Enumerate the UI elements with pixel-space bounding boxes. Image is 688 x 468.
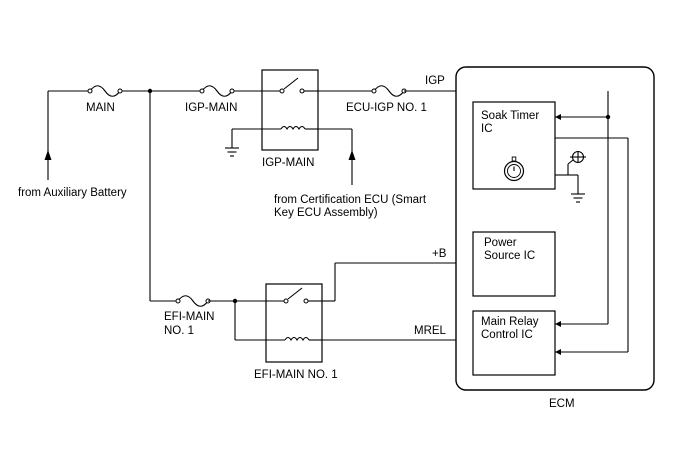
igp-main-fuse-label: IGP-MAIN bbox=[185, 102, 237, 114]
soak-output-wire bbox=[555, 137, 629, 355]
transistor-icon bbox=[555, 150, 586, 176]
power-source-ic bbox=[472, 231, 556, 297]
cert-ecu-feed bbox=[318, 128, 356, 185]
igp-main-relay-label: IGP-MAIN bbox=[262, 157, 314, 169]
ground-icon bbox=[571, 193, 585, 203]
relay-switch-icon bbox=[262, 77, 318, 94]
relay-coil-icon bbox=[262, 125, 318, 131]
power-source-label-line1: Power bbox=[484, 237, 517, 249]
plus-b-wire bbox=[322, 262, 472, 302]
efi-relay-label: EFI-MAIN NO. 1 bbox=[254, 369, 338, 381]
arrow-up-icon bbox=[44, 150, 52, 180]
aux-battery-label: from Auxiliary Battery bbox=[18, 187, 127, 199]
main-relay-control-ic bbox=[472, 310, 556, 376]
main-fuse-icon bbox=[87, 85, 123, 97]
efi-main-fuse-icon bbox=[175, 295, 266, 307]
main-relay-label-line2: Control IC bbox=[481, 329, 533, 341]
igp-coil-ground bbox=[225, 128, 262, 157]
ecu-igp-fuse-label: ECU-IGP NO. 1 bbox=[346, 102, 427, 114]
main-fuse-label: MAIN bbox=[86, 102, 115, 114]
soak-ground bbox=[568, 174, 585, 203]
power-source-label-line2: Source IC bbox=[484, 250, 535, 262]
plus-b-label: +B bbox=[432, 248, 447, 260]
ecm-label: ECM bbox=[549, 398, 575, 410]
relay-coil-icon bbox=[266, 336, 322, 342]
efi-fuse-label-line1: EFI-MAIN bbox=[164, 311, 214, 323]
igp-internal-wires bbox=[555, 91, 611, 327]
soak-timer-label-line2: IC bbox=[481, 123, 493, 135]
igp-main-fuse-icon bbox=[199, 85, 235, 97]
efi-fuse-label-line2: NO. 1 bbox=[164, 325, 194, 337]
igp-main-relay bbox=[261, 69, 319, 151]
mrel-label: MREL bbox=[414, 325, 447, 337]
arrow-up-icon bbox=[348, 150, 356, 160]
clock-icon bbox=[503, 156, 525, 182]
igp-signal-label: IGP bbox=[425, 75, 445, 87]
main-feed-wires bbox=[47, 90, 262, 302]
main-relay-label-line1: Main Relay bbox=[481, 316, 539, 328]
cert-ecu-label-line2: Key ECU Assembly) bbox=[274, 207, 378, 219]
cert-ecu-label-line1: from Certification ECU (Smart bbox=[274, 194, 427, 206]
soak-timer-label-line1: Soak Timer bbox=[481, 110, 539, 122]
efi-main-relay bbox=[265, 283, 323, 363]
relay-switch-icon bbox=[266, 287, 322, 304]
ground-icon bbox=[225, 147, 239, 157]
junction-dot bbox=[147, 88, 153, 94]
